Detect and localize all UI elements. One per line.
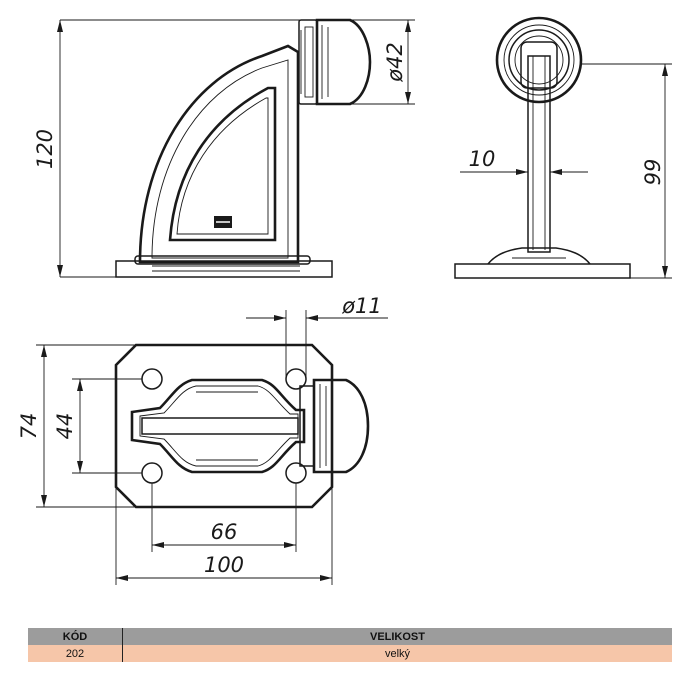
table-row: 202 velký (28, 645, 672, 662)
dim-cap-diameter-text: ø42 (383, 42, 407, 83)
spec-table: KÓD VELIKOST 202 velký (28, 628, 672, 662)
dim-base-length-text: 100 (204, 553, 244, 577)
header-velikost: VELIKOST (122, 628, 672, 645)
front-view: 120 ø42 (33, 18, 415, 278)
cell-velikost: velký (122, 645, 672, 662)
header-kod: KÓD (28, 628, 123, 645)
dim-base-depth-text: 74 (17, 413, 41, 440)
dim-hole-diameter-text: ø11 (341, 294, 382, 318)
dim-hole-spacing-y-text: 44 (53, 413, 77, 440)
side-view: 10 99 (454, 16, 672, 279)
dim-stem-width-text: 10 (469, 147, 496, 171)
technical-drawing: 120 ø42 10 99 (17, 16, 672, 585)
top-view: ø11 74 44 66 100 (17, 294, 388, 585)
dim-hole-spacing-x-text: 66 (211, 520, 238, 544)
dim-side-height-text: 99 (641, 159, 665, 186)
table-header-row: KÓD VELIKOST (28, 628, 672, 645)
cell-kod: 202 (28, 645, 123, 662)
dim-height-text: 120 (33, 129, 57, 169)
